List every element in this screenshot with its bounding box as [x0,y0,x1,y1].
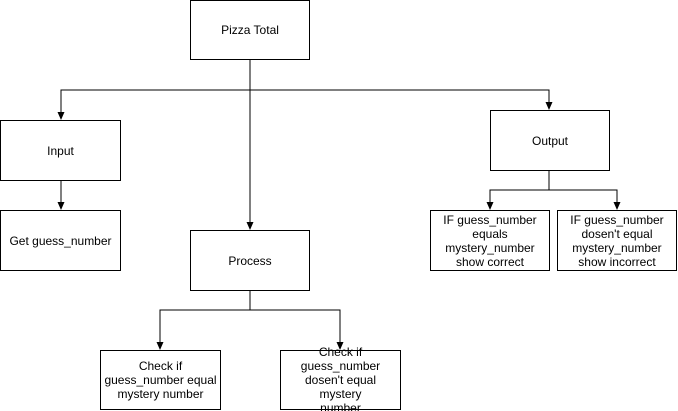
edge-root-output [250,89,553,110]
node-check-not-equal: Check if guess_number dosen't equal myst… [280,345,401,411]
node-get-guess-number: Get guess_number [0,210,121,271]
node-pizza-total: Pizza Total [190,0,310,60]
node-output: Output [490,110,610,171]
node-if-correct: IF guess_number equals mystery_number sh… [430,210,550,271]
edge-root-input [57,60,251,120]
node-check-equal: Check if guess_number equal mystery numb… [100,350,221,410]
node-input: Input [0,120,121,181]
edge-process-check-not-equal [250,309,344,350]
edge-output-if-incorrect [549,189,621,210]
edge-process-check-equal [156,290,251,350]
node-process: Process [190,230,310,291]
node-if-incorrect: IF guess_number dosen't equal mystery_nu… [557,210,677,271]
edge-output-if-correct [486,170,550,210]
